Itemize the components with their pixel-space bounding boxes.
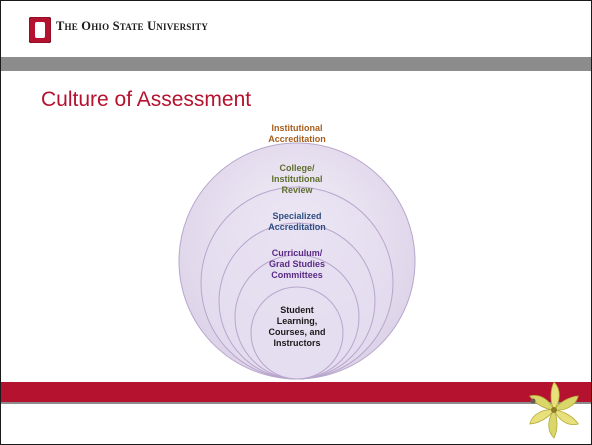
footer-red-band [1, 382, 591, 402]
student-learning-label-line: Courses, and [268, 327, 325, 337]
student-learning-label-line: Student [280, 305, 314, 315]
institutional-accreditation-label-line: Institutional [272, 123, 323, 133]
university-name: The Ohio State University [56, 19, 209, 33]
specialized-accreditation-label-line: Accreditation [268, 222, 326, 232]
curriculum-committees-label-line: Committees [271, 270, 323, 280]
student-learning-circle [250, 286, 344, 380]
header-divider-band [1, 57, 591, 71]
slide-title: Culture of Assessment [41, 88, 252, 111]
header: The Ohio State University [1, 1, 591, 57]
footer-gray-line [1, 402, 591, 404]
specialized-accreditation-label-line: Specialized [272, 211, 321, 221]
block-o-logo-icon [29, 17, 51, 43]
curriculum-committees-label-line: Grad Studies [269, 259, 325, 269]
college-institutional-review-label-line: College/ [279, 163, 315, 173]
institutional-accreditation-label-line: Accreditation [268, 134, 326, 144]
curriculum-committees-label-line: Curriculum/ [272, 248, 323, 258]
college-institutional-review-label-line: Institutional [272, 174, 323, 184]
college-institutional-review-label-line: Review [281, 185, 313, 195]
pinwheel-flower-icon [529, 381, 579, 439]
student-learning-label-line: Instructors [273, 338, 320, 348]
student-learning-label-line: Learning, [277, 316, 318, 326]
